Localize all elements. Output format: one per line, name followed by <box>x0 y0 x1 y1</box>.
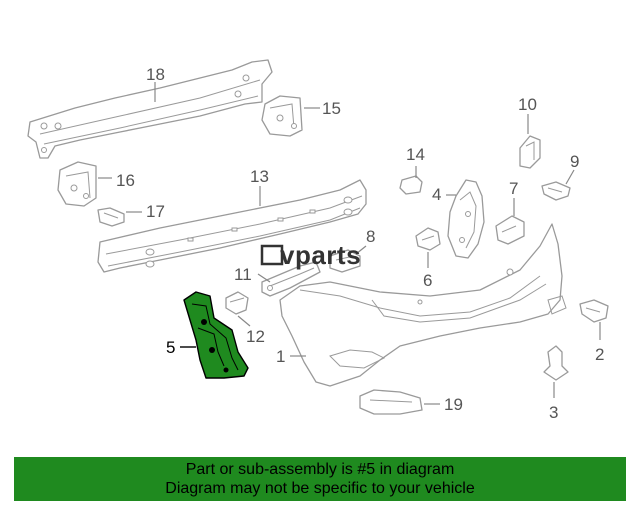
part-3-push-clip[interactable] <box>543 345 569 381</box>
part-5-bracket-highlighted[interactable] <box>183 291 249 379</box>
part-10-bracket[interactable] <box>519 135 541 169</box>
leader-11 <box>257 273 271 283</box>
vparts-watermark-logo: vparts <box>260 240 361 270</box>
callout-16[interactable]: 16 <box>116 171 135 190</box>
callout-10[interactable]: 10 <box>518 95 537 114</box>
part-18-reinforcement[interactable] <box>27 59 273 159</box>
part-14-nut[interactable] <box>399 175 423 195</box>
part-7-retainer[interactable] <box>495 215 525 245</box>
leader-8 <box>355 245 367 255</box>
part-13-reinforcement-bar[interactable] <box>97 179 367 273</box>
part-9-bolt[interactable] <box>541 181 571 201</box>
part-6-clip[interactable] <box>415 227 441 251</box>
leader-9 <box>565 169 575 185</box>
callout-14[interactable]: 14 <box>406 145 425 164</box>
info-banner: Part or sub-assembly is #5 in diagram Di… <box>14 457 626 501</box>
callout-15[interactable]: 15 <box>322 99 341 118</box>
callout-18[interactable]: 18 <box>146 65 165 84</box>
callout-1[interactable]: 1 <box>276 347 285 366</box>
watermark-text: vparts <box>280 240 361 270</box>
callout-5[interactable]: 5 <box>166 338 175 357</box>
callout-19[interactable]: 19 <box>444 395 463 414</box>
part-12-clip[interactable] <box>225 291 249 315</box>
callout-4[interactable]: 4 <box>432 185 441 204</box>
part-16-bracket[interactable] <box>57 161 97 207</box>
part-17-bolt[interactable] <box>97 207 125 227</box>
part-2-bolt[interactable] <box>579 299 609 323</box>
part-1-bumper-cover[interactable] <box>279 223 567 387</box>
callout-12[interactable]: 12 <box>246 327 265 346</box>
callout-2[interactable]: 2 <box>595 345 604 364</box>
part-19-reflector[interactable] <box>359 389 423 415</box>
callout-7[interactable]: 7 <box>509 179 518 198</box>
part-4-bracket[interactable] <box>447 179 485 259</box>
part-15-bracket[interactable] <box>261 95 303 137</box>
callout-13[interactable]: 13 <box>250 167 269 186</box>
callout-3[interactable]: 3 <box>549 403 558 422</box>
leader-12 <box>237 315 251 327</box>
part-11-retainer[interactable] <box>261 261 321 297</box>
callout-9[interactable]: 9 <box>570 152 579 171</box>
callout-8[interactable]: 8 <box>366 227 375 246</box>
callout-6[interactable]: 6 <box>423 271 432 290</box>
callout-11[interactable]: 11 <box>234 265 252 284</box>
callout-17[interactable]: 17 <box>146 202 165 221</box>
banner-line-2: Diagram may not be specific to your vehi… <box>165 480 475 497</box>
part-8-retainer[interactable] <box>329 249 361 273</box>
banner-line-1: Part or sub-assembly is #5 in diagram <box>185 461 455 478</box>
